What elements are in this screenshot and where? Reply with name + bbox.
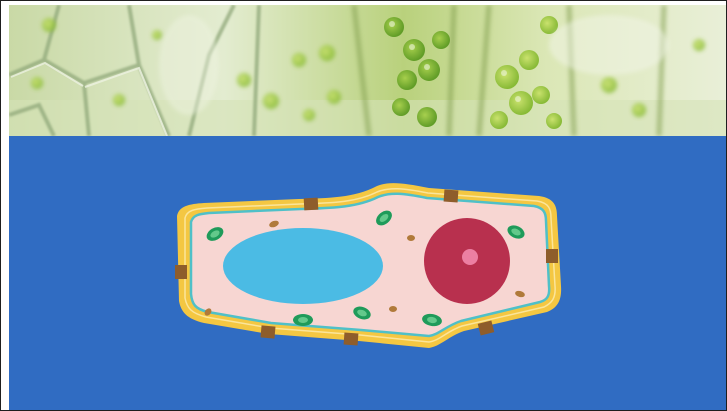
plant-cell-diagram — [9, 136, 726, 410]
nucleolus — [462, 249, 478, 265]
microscope-photo — [9, 5, 726, 136]
microscope-photo-art — [9, 5, 726, 136]
cell-diagram-panel — [9, 136, 726, 410]
vacuole — [223, 228, 383, 304]
